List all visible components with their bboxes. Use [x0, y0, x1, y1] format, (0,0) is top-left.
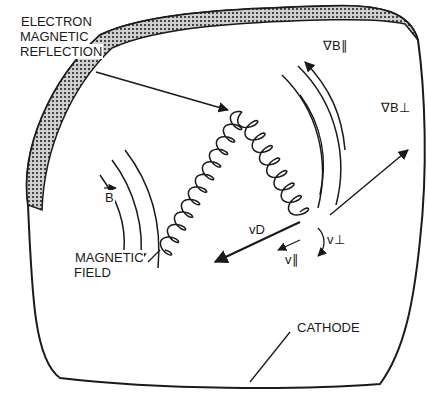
field-line — [282, 75, 323, 208]
grad-b-parallel-label: ∇B∥ — [322, 38, 362, 53]
v-parallel-arrow — [278, 240, 300, 250]
cathode-outline — [27, 6, 425, 388]
field-b-label: B — [104, 190, 120, 205]
field-line — [112, 160, 141, 262]
leader-line — [250, 332, 290, 382]
reflection-label: ELECTRON MAGNETIC REFLECTION — [20, 14, 110, 59]
field-b-label-text: B — [104, 190, 115, 205]
magnetic-field-label: MAGNETIC FIELD — [74, 250, 150, 280]
cathode-label: CATHODE — [296, 320, 376, 335]
v-perp-arrow — [318, 228, 324, 256]
drift-velocity-label: vD — [248, 222, 274, 237]
helix-coil — [160, 112, 242, 255]
vector-arrow-mark — [104, 187, 116, 188]
helix-coil — [238, 112, 309, 215]
field-line — [300, 95, 323, 195]
grad-b-perp-label: ∇B⊥ — [380, 100, 424, 115]
grad-b-parallel-arrow — [305, 62, 345, 150]
v-perp-label-text: v⊥ — [326, 232, 346, 247]
reflection-label-text: ELECTRON MAGNETIC REFLECTION — [20, 14, 103, 59]
electron-helix — [160, 112, 308, 255]
grad-b-perp-arrow — [330, 150, 408, 215]
field-line — [100, 175, 124, 250]
leader-line — [96, 72, 228, 110]
drift-velocity-label-text: vD — [248, 222, 266, 237]
field-line — [298, 66, 341, 205]
v-parallel-label: v∥ — [284, 252, 306, 267]
cathode-label-text: CATHODE — [296, 320, 361, 335]
leader-line — [148, 250, 160, 262]
magnetic-field-label-text: MAGNETIC FIELD — [74, 250, 144, 280]
grad-b-parallel-label-text: ∇B∥ — [322, 38, 349, 53]
grad-b-perp-label-text: ∇B⊥ — [380, 100, 411, 115]
v-perp-label: v⊥ — [326, 232, 348, 247]
v-parallel-label-text: v∥ — [284, 252, 300, 267]
